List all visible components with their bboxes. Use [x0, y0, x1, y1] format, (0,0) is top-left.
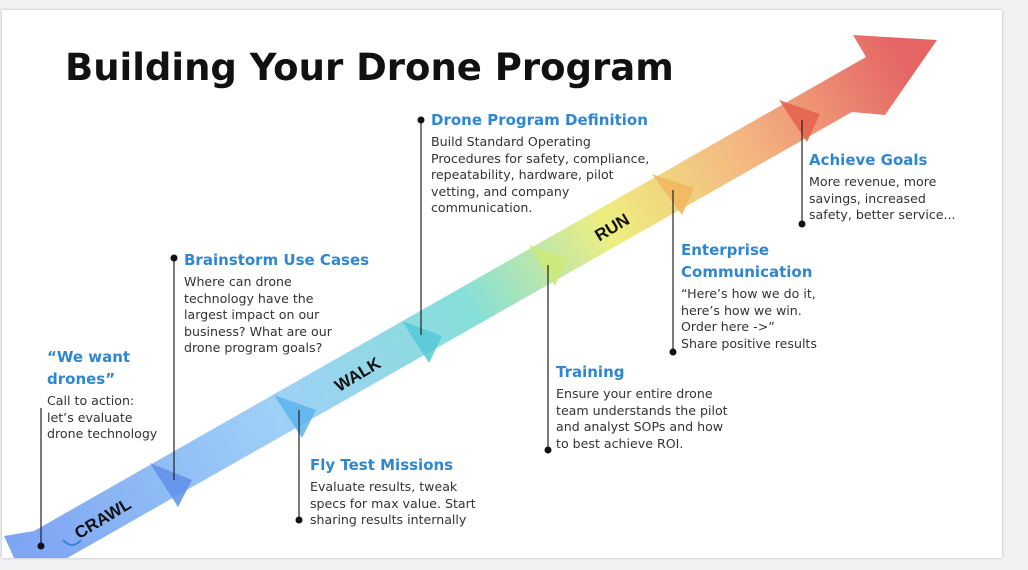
- milestone-definition: Drone Program Definition Build Standard …: [431, 109, 676, 217]
- swoosh-mark: [62, 539, 82, 546]
- milestone-title: Fly Test Missions: [310, 456, 454, 474]
- milestone-body: Build Standard Operating Procedures for …: [431, 134, 650, 215]
- milestone-title: Enterprise Communication: [681, 241, 813, 281]
- leader-dot: [417, 116, 425, 124]
- leader-dot: [798, 220, 806, 228]
- progress-arrow: [4, 35, 937, 558]
- milestone-body: Evaluate results, tweak specs for max va…: [310, 479, 476, 527]
- milestone-training: Training Ensure your entire drone team u…: [556, 361, 756, 452]
- milestone-title: Drone Program Definition: [431, 111, 648, 129]
- leader-dot: [37, 542, 45, 550]
- leader-dot: [669, 348, 677, 356]
- milestone-body: “Here’s how we do it, here’s how we win.…: [681, 286, 817, 351]
- arrow-chevron: [150, 463, 192, 507]
- leader-dot: [544, 446, 552, 454]
- leader-dot: [295, 516, 303, 524]
- arrow-chevron: [779, 100, 820, 142]
- milestone-title: “We want drones”: [47, 348, 131, 388]
- milestone-title: Training: [556, 363, 625, 381]
- milestone-achieve-goals: Achieve Goals More revenue, more savings…: [809, 149, 979, 224]
- milestone-body: Where can drone technology have the larg…: [184, 274, 332, 355]
- slide-title: Building Your Drone Program: [65, 46, 674, 89]
- milestone-fly-test: Fly Test Missions Evaluate results, twea…: [310, 454, 520, 529]
- leader-dot: [170, 254, 178, 262]
- milestone-brainstorm: Brainstorm Use Cases Where can drone tec…: [184, 249, 384, 357]
- arrow-chevron: [402, 321, 442, 363]
- milestone-body: More revenue, more savings, increased sa…: [809, 174, 956, 222]
- arrow-body: [4, 35, 937, 558]
- milestone-title: Achieve Goals: [809, 151, 928, 169]
- slide: Building Your Drone Program: [2, 10, 1002, 558]
- milestone-title: Brainstorm Use Cases: [184, 251, 370, 269]
- milestone-enterprise: Enterprise Communication “Here’s how we …: [681, 239, 871, 352]
- milestone-we-want-drones: “We want drones” Call to action: let’s e…: [47, 346, 172, 443]
- milestone-body: Ensure your entire drone team understand…: [556, 386, 728, 451]
- arrow-chevron: [274, 395, 316, 438]
- milestone-body: Call to action: let’s evaluate drone tec…: [47, 393, 158, 441]
